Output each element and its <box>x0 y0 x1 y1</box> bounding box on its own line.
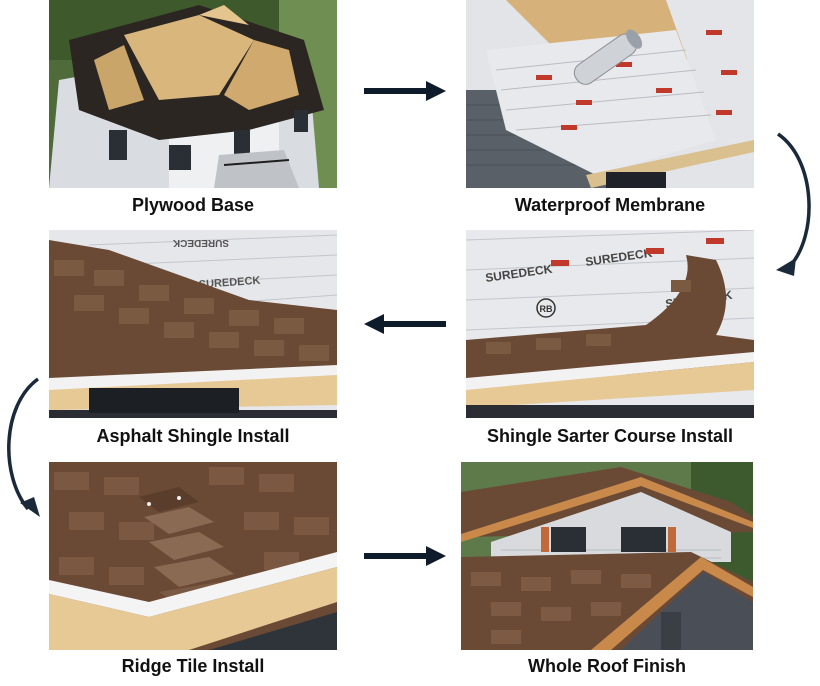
arrow-right-icon <box>364 80 446 102</box>
step-image-waterproof-membrane <box>466 0 754 188</box>
step-image-plywood-base <box>49 0 337 188</box>
step-caption: Waterproof Membrane <box>460 195 760 216</box>
arrow-right-icon <box>364 545 446 567</box>
step-image-ridge-tile-install <box>49 462 337 650</box>
step-caption: Whole Roof Finish <box>457 656 757 677</box>
step-caption: Plywood Base <box>43 195 343 216</box>
curved-arrow-down-right-icon <box>772 130 820 280</box>
step-image-asphalt-shingle-install: SUREDECK SUREDECK <box>49 230 337 418</box>
step-caption: Ridge Tile Install <box>43 656 343 677</box>
step-caption: Shingle Sarter Course Install <box>460 426 760 447</box>
membrane-logo-text: RB <box>540 304 553 314</box>
step-image-starter-course-install: SUREDECK SUREDECK SUREDECK RB <box>466 230 754 418</box>
curved-arrow-down-left-icon <box>0 375 44 525</box>
membrane-brand-text: SUREDECK <box>172 237 229 248</box>
step-caption: Asphalt Shingle Install <box>43 426 343 447</box>
step-image-whole-roof-finish <box>461 462 753 650</box>
arrow-left-icon <box>364 313 446 335</box>
